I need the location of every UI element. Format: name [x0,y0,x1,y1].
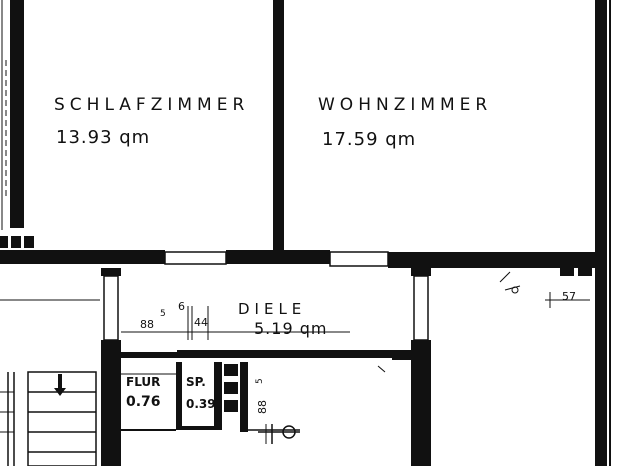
hall-left-wall [101,340,121,466]
corridor-area: 0.76 [126,394,161,410]
horizontal-wall-middle [226,250,330,264]
dimension-57: 57 [562,290,576,303]
hall-area: 5.19 qm [254,319,327,338]
hall-label: DIELE [238,300,306,318]
dimension-88: 88 [140,318,154,331]
horizontal-wall-left [0,250,165,264]
bedroom-area: 13.93 qm [56,127,150,148]
storage-area: 0.39 [186,397,216,411]
right-exterior-wall [595,0,607,466]
dimension-44: 44 [194,316,208,329]
corridor-label: FLUR [126,375,160,389]
dimension-6: 6 [178,300,185,313]
horizontal-wall-right [388,252,598,268]
living-room-area: 17.59 qm [322,129,416,150]
partition-wall [273,0,284,252]
dimension-88-vertical: 88 [256,400,269,414]
bedroom-label: SCHLAFZIMMER [54,95,249,115]
hall-right-wall [411,340,431,466]
living-room-label: WOHNZIMMER [318,95,492,115]
staircase [0,299,100,466]
dimension-88-vertical-sup: 5 [255,378,265,384]
dimension-88-sup: 5 [160,309,166,319]
storage-label: SP. [186,375,206,389]
left-exterior-wall [10,0,24,228]
